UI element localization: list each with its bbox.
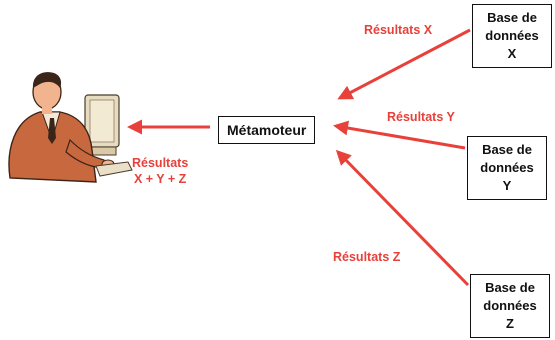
label-results-x: Résultats X	[364, 23, 433, 37]
arrow-db-z-to-metamoteur	[335, 149, 470, 287]
database-y-line-1: Base de	[482, 142, 532, 157]
database-y-box: Base de données Y	[467, 136, 547, 200]
label-results-combined-line-1: Résultats	[132, 156, 189, 170]
metamoteur-box: Métamoteur	[218, 116, 316, 144]
label-results-y: Résultats Y	[387, 110, 455, 124]
database-y-line-2: données	[480, 160, 534, 175]
database-x-line-1: Base de	[487, 10, 537, 25]
database-x-line-2: données	[485, 28, 539, 43]
database-z-line-1: Base de	[485, 280, 535, 295]
metamoteur-label: Métamoteur	[227, 122, 307, 138]
database-x-line-3: X	[507, 46, 517, 61]
arrow-db-x-to-metamoteur	[337, 28, 471, 100]
arrow-db-y-to-metamoteur	[333, 120, 466, 150]
database-z-line-2: données	[483, 298, 537, 313]
database-x-box: Base de données X	[472, 4, 552, 68]
person-at-computer-icon	[8, 72, 133, 183]
label-results-z: Résultats Z	[333, 250, 401, 264]
database-y-line-3: Y	[502, 178, 512, 193]
label-results-combined: Résultats X + Y + Z	[132, 155, 188, 187]
label-results-combined-line-2: X + Y + Z	[133, 172, 187, 186]
database-z-line-3: Z	[506, 316, 514, 331]
database-z-box: Base de données Z	[470, 274, 550, 338]
